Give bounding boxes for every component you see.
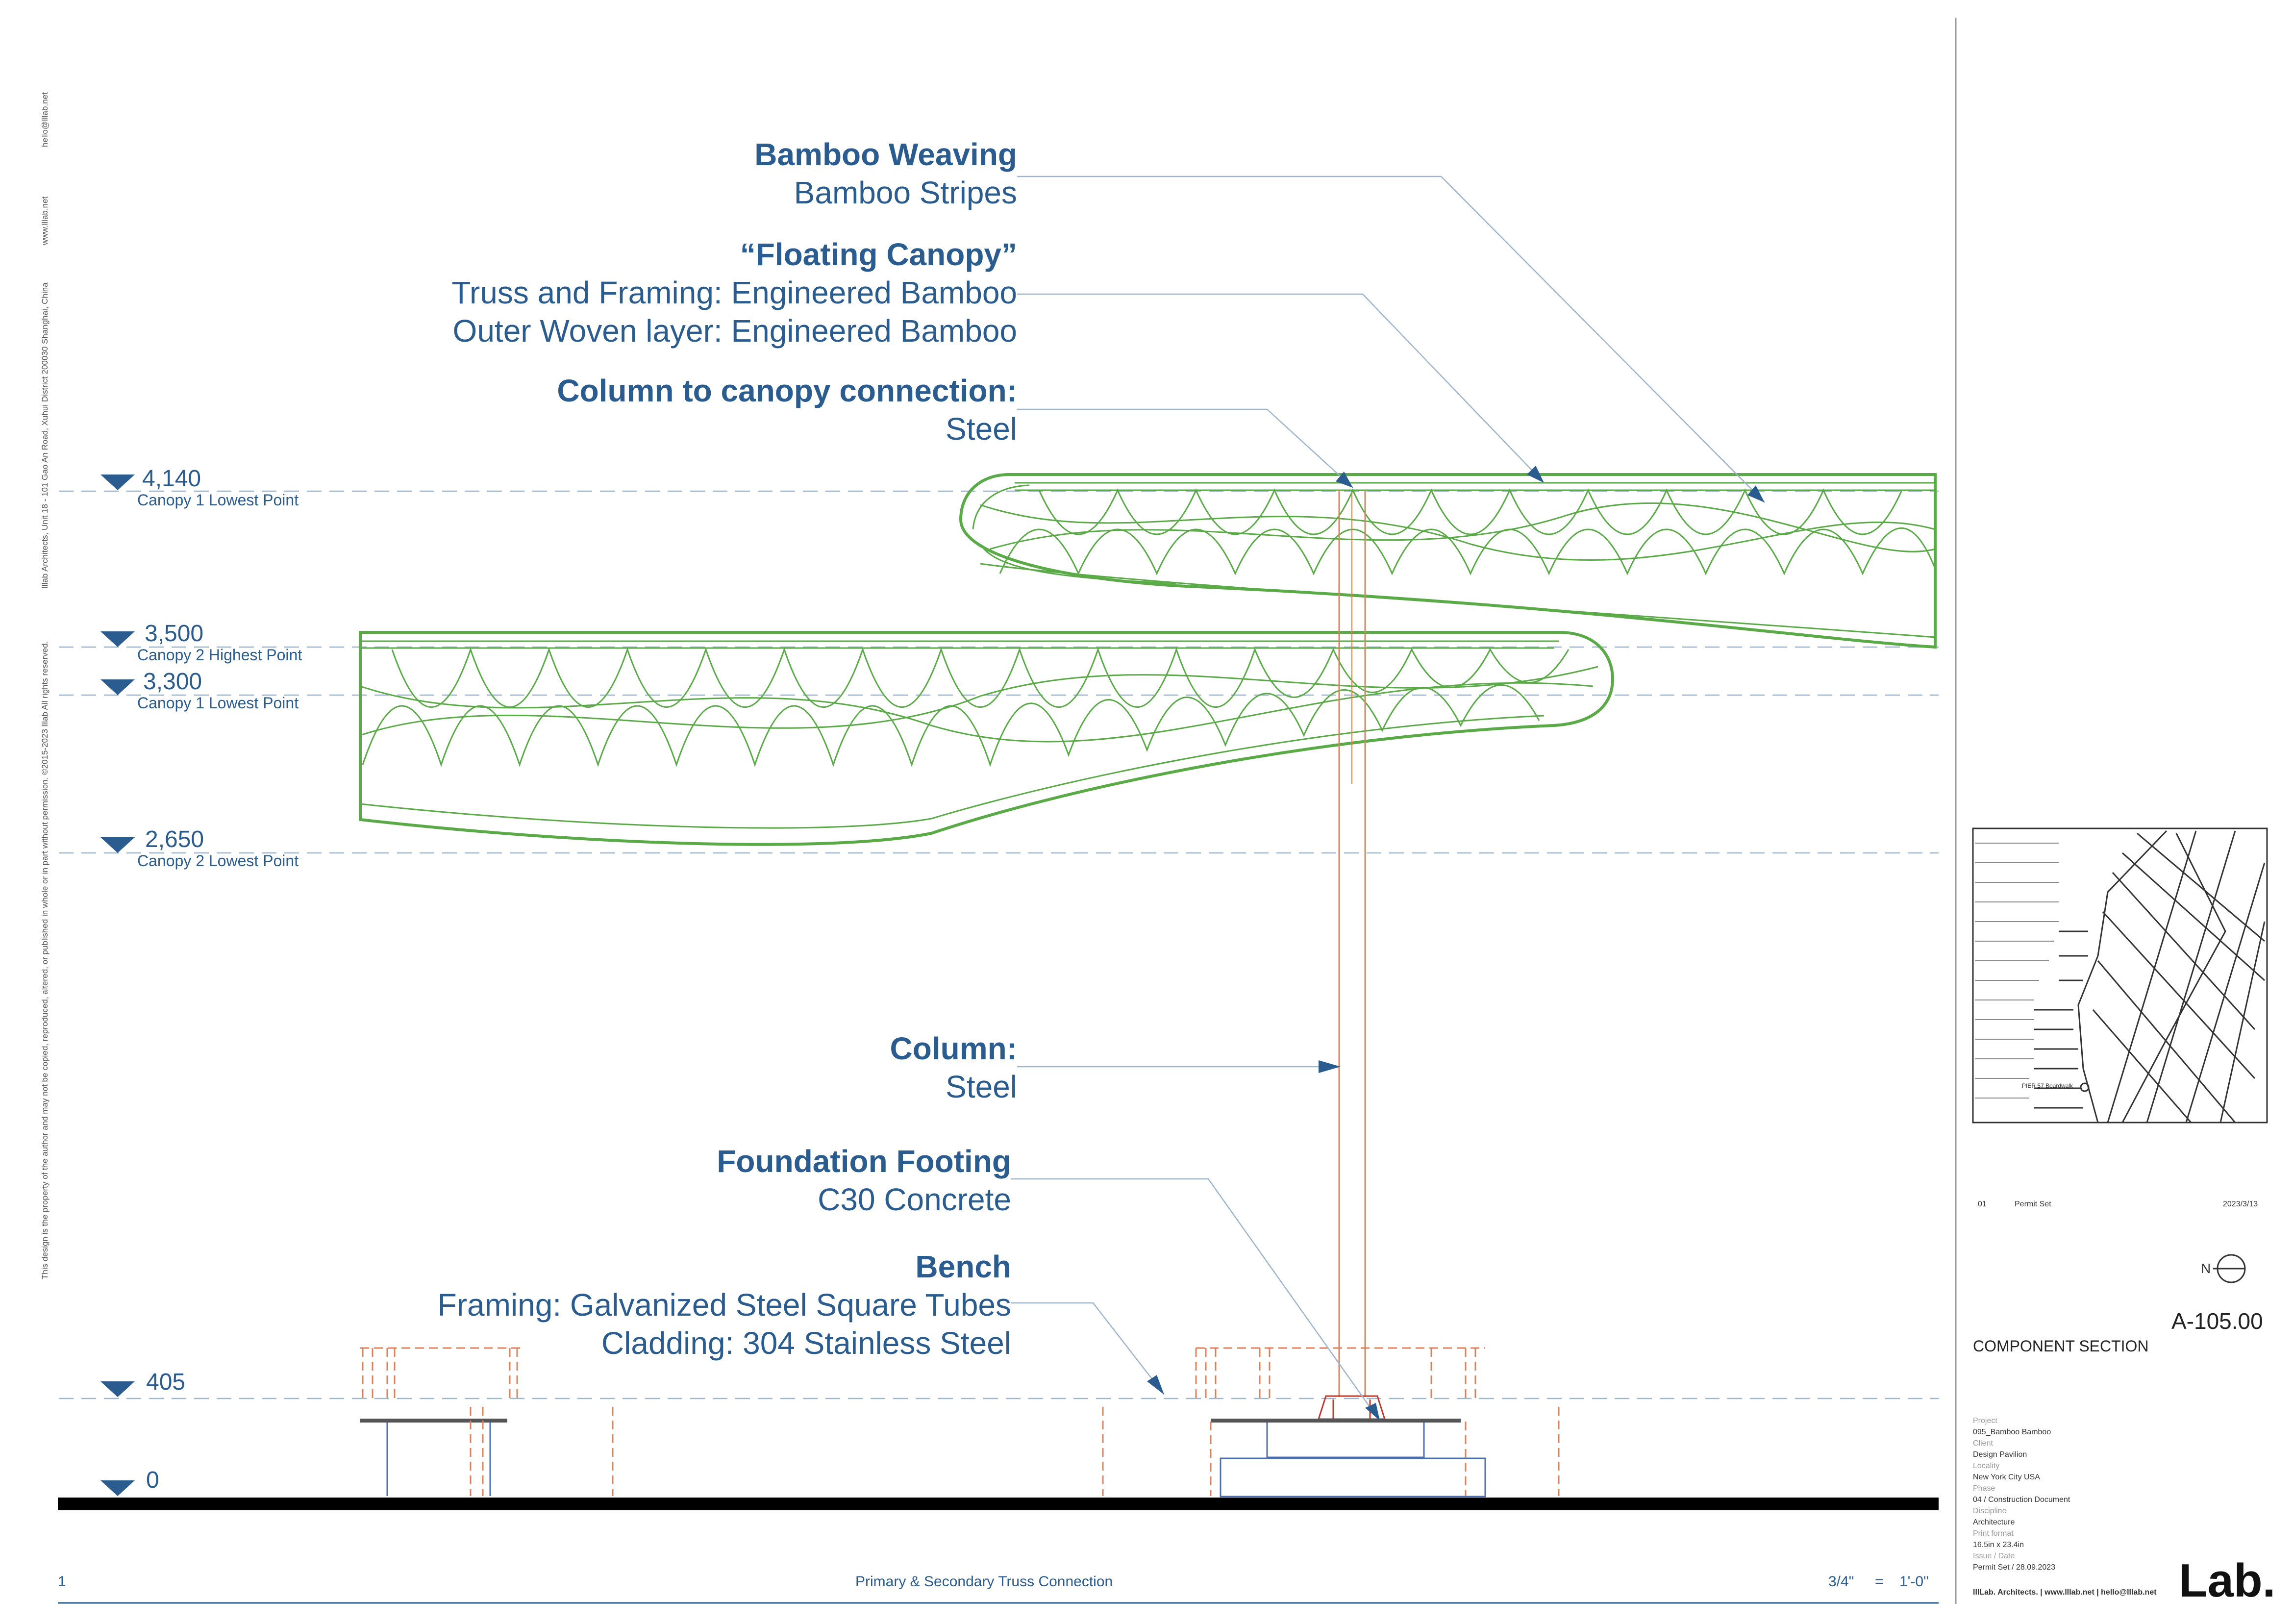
info-value: 04 / Construction Document [1973,1496,2070,1504]
bench-center [1195,1347,1560,1496]
level-marker [100,1381,135,1397]
leader-arrow [1527,466,1544,483]
info-label: Print format [1973,1529,2014,1538]
level-3500: 3,500 Canopy 2 Highest Point [137,621,302,664]
level-405: 405 [146,1370,185,1395]
level-label: Canopy 1 Lowest Point [137,491,299,509]
leader-arrow [1365,1403,1380,1421]
info-label: Issue / Date [1973,1552,2015,1560]
leader-arrow [1336,472,1353,488]
level-marker [100,679,135,695]
level-value: 0 [146,1467,159,1493]
office-line: lllLab. Architects. | www.lllab.net | he… [1973,1588,2157,1597]
callout-floating-canopy: “Floating Canopy” Truss and Framing: Eng… [451,235,1017,350]
callout-title: Column to canopy connection: [557,373,1017,408]
callout-title: Foundation Footing [717,1144,1011,1179]
callout-title: Column: [890,1031,1018,1066]
scale-equals: = [1875,1574,1884,1590]
side-web: www.lllab.net [40,196,50,245]
callout-title: Bamboo Weaving [754,137,1017,172]
level-marker [100,837,135,853]
level-lines [59,490,1939,1399]
callout-line: Truss and Framing: Engineered Bamboo [451,275,1017,310]
sheet-title: COMPONENT SECTION [1973,1337,2149,1355]
info-label: Phase [1973,1484,1995,1493]
scale-left: 3/4" [1828,1574,1854,1590]
callout-title: Bench [915,1249,1011,1284]
side-address: lllab Architects, Unit 18 - 101 Gao An R… [40,282,50,588]
drawing-title: Primary & Secondary Truss Connection [855,1574,1113,1590]
bench-left [360,1347,1104,1496]
info-label: Client [1973,1439,1993,1448]
revision-number: 01 [1978,1200,1987,1208]
key-map [1972,827,2268,1124]
sheet-number: A-105.00 [2171,1308,2263,1334]
callout-column-canopy-connection: Column to canopy connection: Steel [557,372,1017,448]
steel-column [1338,490,1366,1397]
leader-lines [1011,175,1765,1418]
info-value: 16.5in x 23.4in [1973,1541,2024,1549]
level-4140: 4,140 Canopy 1 Lowest Point [137,466,299,509]
level-marker [100,631,135,647]
info-label: Discipline [1973,1507,2007,1515]
info-value: Design Pavilion [1973,1450,2027,1459]
info-value: New York City USA [1973,1473,2040,1481]
callout-line: Steel [946,1069,1017,1104]
level-2650: 2,650 Canopy 2 Lowest Point [137,826,299,870]
side-copyright: This design is the property of the autho… [40,641,50,1279]
callout-bamboo-weaving: Bamboo Weaving Bamboo Stripes [754,135,1017,212]
leader-arrow [1147,1375,1164,1395]
info-value: 095_Bamboo Bamboo [1973,1428,2051,1436]
level-value: 405 [146,1369,186,1395]
callout-line: C30 Concrete [818,1182,1011,1217]
canopy-1 [959,473,1937,649]
level-label: Canopy 2 Lowest Point [137,852,299,870]
revision-description: Permit Set [2015,1200,2051,1208]
level-marker [100,1480,135,1496]
callout-line: Cladding: 304 Stainless Steel [601,1325,1011,1361]
north-label: N [2201,1261,2211,1276]
info-label: Locality [1973,1462,2000,1470]
info-label: Project [1973,1417,1997,1425]
side-email: hello@lllab.net [40,92,50,147]
info-value: Architecture [1973,1518,2015,1526]
level-value: 4,140 [142,466,201,492]
foundation-footing [1211,1419,1486,1498]
callout-foundation-footing: Foundation Footing C30 Concrete [717,1142,1011,1219]
callout-line: Steel [946,411,1017,447]
callout-line: Framing: Galvanized Steel Square Tubes [437,1287,1011,1323]
revision-date: 2023/3/13 [2223,1200,2258,1208]
level-marker [100,475,135,490]
callout-line: Bamboo Stripes [794,175,1017,210]
ground-line [58,1498,1939,1510]
info-value: Permit Set / 28.09.2023 [1973,1563,2056,1572]
map-label: PIER 57 Boardwalk [2022,1082,2073,1089]
level-0: 0 [146,1468,159,1493]
office-logo: Lab. [2179,1554,2276,1607]
leader-arrow [1747,485,1765,502]
drawing-number: 1 [58,1574,66,1590]
level-3300: 3,300 Canopy 1 Lowest Point [137,669,299,712]
canopy-2 [359,631,1615,846]
level-label: Canopy 1 Lowest Point [137,694,299,712]
callout-column: Column: Steel [890,1029,1018,1106]
callout-title: “Floating Canopy” [740,237,1017,272]
level-value: 2,650 [145,826,204,852]
north-arrow [2213,1254,2246,1283]
callout-bench: Bench Framing: Galvanized Steel Square T… [438,1248,1011,1362]
level-value: 3,500 [145,621,204,647]
level-label: Canopy 2 Highest Point [137,646,302,664]
scale-right: 1'-0" [1899,1574,1929,1590]
callout-line: Outer Woven layer: Engineered Bamboo [452,313,1017,349]
level-value: 3,300 [143,669,202,695]
leader-arrow [1319,1060,1341,1073]
